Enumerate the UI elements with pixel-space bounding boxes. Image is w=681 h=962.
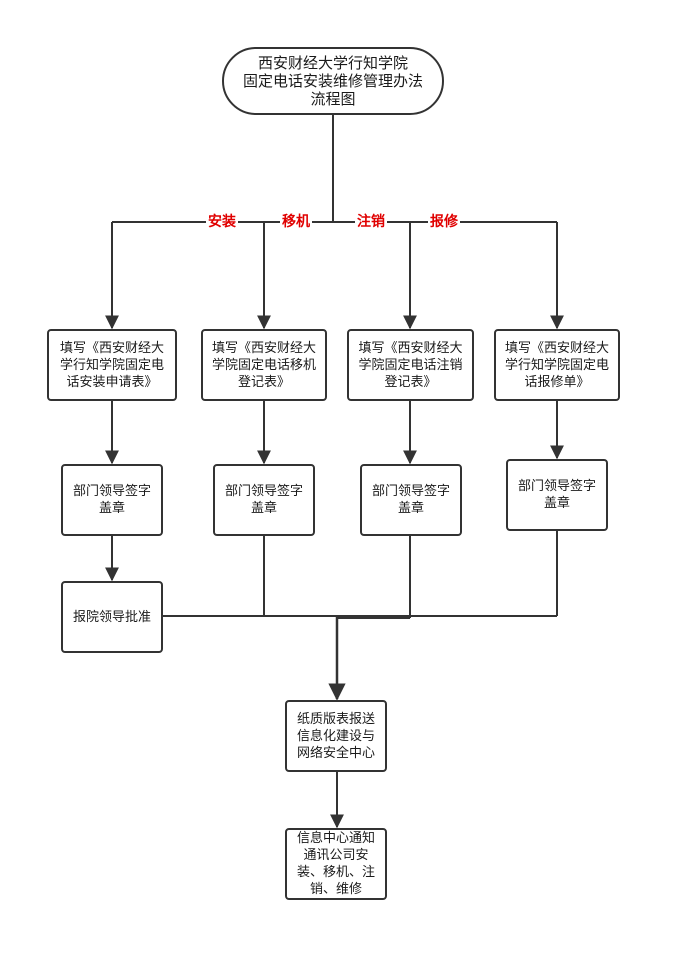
branch-label-install: 安装	[206, 214, 238, 230]
dept-sign-line-2: 盖章	[397, 501, 424, 516]
dept-sign-line-1: 部门领导签字	[224, 484, 303, 499]
branch-label-repair: 报修	[428, 214, 460, 230]
notify-box: 信息中心通知通讯公司安装、移机、注销、维修	[285, 828, 387, 900]
branch-label-move: 移机	[280, 214, 312, 230]
form-cancel-text: 填写《西安财经大学院固定电话注销登记表》	[358, 340, 463, 390]
dept-sign-line-1: 部门领导签字	[371, 484, 450, 499]
dept-sign-line-1: 部门领导签字	[72, 484, 151, 499]
dept-sign-line-1: 部门领导签字	[517, 479, 596, 494]
dept-sign-line-2: 盖章	[543, 496, 570, 511]
dept-sign-cancel-box: 部门领导签字 盖章	[360, 464, 462, 536]
submit-box: 纸质版表报送信息化建设与网络安全中心	[285, 700, 387, 772]
form-move-text: 填写《西安财经大学院固定电话移机登记表》	[211, 340, 316, 390]
notify-text: 信息中心通知通讯公司安装、移机、注销、维修	[296, 831, 375, 897]
form-install-text: 填写《西安财经大学行知学院固定电话安装申请表》	[59, 340, 164, 390]
form-cancel-box: 填写《西安财经大学院固定电话注销登记表》	[347, 329, 474, 401]
form-install-box: 填写《西安财经大学行知学院固定电话安装申请表》	[47, 329, 177, 401]
dept-sign-line-2: 盖章	[250, 501, 277, 516]
title-line-3: 流程图	[310, 90, 356, 108]
dept-sign-line-2: 盖章	[98, 501, 125, 516]
approve-text: 报院领导批准	[72, 609, 151, 625]
branch-label-cancel: 注销	[355, 214, 387, 230]
title-line-2: 固定电话安装维修管理办法	[242, 72, 423, 90]
submit-text: 纸质版表报送信息化建设与网络安全中心	[296, 711, 375, 761]
form-move-box: 填写《西安财经大学院固定电话移机登记表》	[201, 329, 327, 401]
dept-sign-repair-box: 部门领导签字 盖章	[506, 459, 608, 531]
dept-sign-move-box: 部门领导签字 盖章	[213, 464, 315, 536]
flowchart-title: 西安财经大学行知学院 固定电话安装维修管理办法 流程图	[222, 47, 444, 115]
title-line-1: 西安财经大学行知学院	[257, 54, 408, 72]
form-repair-text: 填写《西安财经大学行知学院固定电话报修单》	[504, 340, 609, 390]
dept-sign-install-box: 部门领导签字 盖章	[61, 464, 163, 536]
approve-box: 报院领导批准	[61, 581, 163, 653]
form-repair-box: 填写《西安财经大学行知学院固定电话报修单》	[494, 329, 620, 401]
